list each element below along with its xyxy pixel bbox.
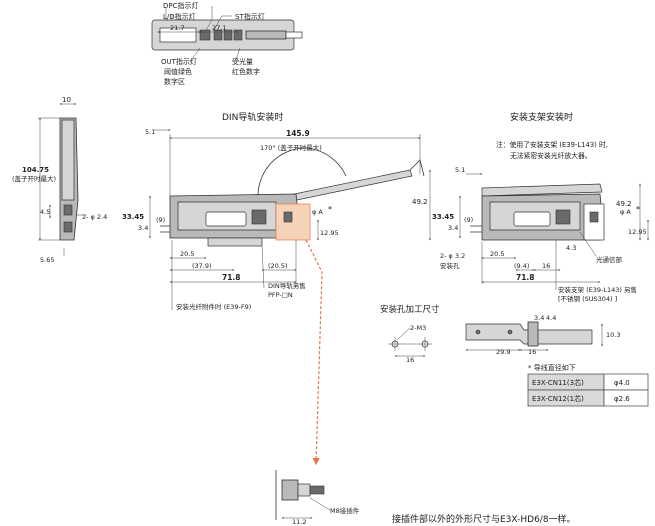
bracket-title: 安装支架安装时 <box>510 111 573 123</box>
wire-table: * 导线直径如下 E3X-CN11(3芯) φ4.0 E3X-CN12(1芯) … <box>527 363 649 407</box>
din-rail-model: PFP-□N <box>268 291 293 299</box>
din-phi-a: φ A <box>312 208 323 216</box>
din-dim-33-45: 33.45 <box>122 213 144 221</box>
wire-row-2-value-cell <box>603 389 649 407</box>
bracket-phi-a: φ A <box>620 208 631 216</box>
bracket-dim-12-95: 12.95 <box>628 228 647 236</box>
din-dim-145-9: 145.9 <box>286 129 310 138</box>
hole-view: 安装孔加工尺寸 2-M3 16 <box>380 304 440 364</box>
din-dim-3-4: 3.4 <box>138 224 148 232</box>
part-dim-29-9: 29.9 <box>496 348 510 356</box>
wire-row-2-value: φ2.6 <box>614 395 630 403</box>
hole-2-phi-2-4: 2- φ 2.4 <box>82 213 107 221</box>
din-dim-9: (9) <box>156 216 165 224</box>
din-dim-12-95: 12.95 <box>320 229 339 237</box>
hole-m3-label: 2-M3 <box>410 324 426 332</box>
received-light-label: 受光量 <box>232 57 253 66</box>
din-rail-view: DIN导轨安装时 5.1 145.9 170° (盖子开时最大) 49.2 12… <box>122 111 431 311</box>
wire-row-2-model: E3X-CN12(1芯) <box>532 394 584 403</box>
bracket-star: * <box>636 205 640 214</box>
connector-dim-11-2: 11.2 <box>292 518 306 526</box>
bracket-dim-9-4: (9.4) <box>514 262 529 270</box>
top-view: DPC指示灯 L/D指示灯 ST指示灯 21.7 27.1 OUT指示灯 阈值绿… <box>151 1 303 86</box>
red-digital-label: 红色数字 <box>232 67 260 76</box>
dpc-indicator-label: DPC指示灯 <box>163 1 199 10</box>
din-dim-49-2: 49.2 <box>412 198 428 206</box>
bracket-dim-3-4: 3.4 <box>448 224 458 232</box>
bracket-hole-text: 安装孔 <box>440 261 460 270</box>
din-angle-note: 170° (盖子开时最大) <box>260 143 322 152</box>
dim-4-5: 4.5 <box>40 208 50 216</box>
bracket-dim-9: (9) <box>464 216 473 224</box>
bracket-mount-view: 安装支架安装时 注：使用了安装支架 (E39-L143) 时, 无法紧密安装光纤… <box>432 111 649 303</box>
bracket-material-label: [不锈钢 (SUS304) ] <box>558 294 617 303</box>
din-star: * <box>328 205 332 214</box>
part-dim-4-4: 4.4 <box>546 314 556 322</box>
din-rail-label: DIN导轨另售 <box>268 281 306 290</box>
dim-10: 10 <box>62 96 71 104</box>
st-indicator-label: ST指示灯 <box>235 12 265 21</box>
bracket-dim-49-2: 49.2 <box>616 200 632 208</box>
ld-indicator-label: L/D指示灯 <box>163 12 196 21</box>
bracket-hole-label: 2- φ 3.2 <box>440 252 465 260</box>
din-dim-20-5b: (20.5) <box>268 262 288 270</box>
part-dim-3-4: 3.4 <box>534 314 544 322</box>
din-bracket-label: 安装光纤附件时 (E39-F9) <box>176 302 251 311</box>
threshold-green-label: 阈值绿色 <box>164 67 192 76</box>
callout-arrow <box>305 239 323 466</box>
threshold-digital-label: 数字区 <box>164 77 185 86</box>
bracket-part: 10.3 3.4 4.4 29.9 16 <box>465 314 620 356</box>
din-dim-5-1: 5.1 <box>145 128 155 136</box>
bracket-dim-16: 16 <box>542 262 550 270</box>
bracket-dim-71-8: 71.8 <box>516 273 535 282</box>
bracket-dim-33-45: 33.45 <box>432 213 454 221</box>
dim-5-65: 5.65 <box>40 256 54 264</box>
footer-note: 接插件部以外的外形尺寸与E3X-HD6/8一样。 <box>392 513 576 525</box>
din-title: DIN导轨安装时 <box>222 111 283 123</box>
wire-row-1-model: E3X-CN11(3芯) <box>532 378 584 387</box>
bracket-note-1: 注：使用了安装支架 (E39-L143) 时, <box>496 140 608 149</box>
dim-27-1: 27.1 <box>212 24 226 32</box>
cover-open-max: (盖子开时最大) <box>12 174 56 183</box>
part-dim-10-3: 10.3 <box>606 331 620 339</box>
m8-connector-label: M8接插件 <box>330 506 360 515</box>
wire-row-1-value: φ4.0 <box>614 379 630 387</box>
din-dim-20-5: 20.5 <box>180 250 194 258</box>
din-dim-37-9: (37.9) <box>192 262 212 270</box>
din-dim-71-8: 71.8 <box>222 273 241 282</box>
shield-label: 光通信部 <box>596 255 623 264</box>
hole-dim-16: 16 <box>406 356 414 364</box>
connector-view: M8接插件 11.2 <box>275 470 360 526</box>
bracket-model-label: 安装支架 (E39-L143) 另售 <box>558 285 637 294</box>
bracket-dim-20-5: 20.5 <box>490 250 504 258</box>
dim-21-7: 21.7 <box>170 24 184 32</box>
bracket-dim-5-1: 5.1 <box>455 166 465 174</box>
side-view: 10 104.75 (盖子开时最大) 4.5 2- φ 2.4 5.65 <box>12 96 107 264</box>
out-indicator-label: OUT指示灯 <box>161 57 197 66</box>
dim-104-75: 104.75 <box>22 166 49 174</box>
part-dim-16: 16 <box>528 348 536 356</box>
hole-title: 安装孔加工尺寸 <box>380 304 440 315</box>
bracket-note-2: 无法紧密安装光纤放大器。 <box>510 151 592 160</box>
wire-table-caption: * 导线直径如下 <box>528 363 576 372</box>
bracket-dim-4-3: 4.3 <box>566 244 576 252</box>
